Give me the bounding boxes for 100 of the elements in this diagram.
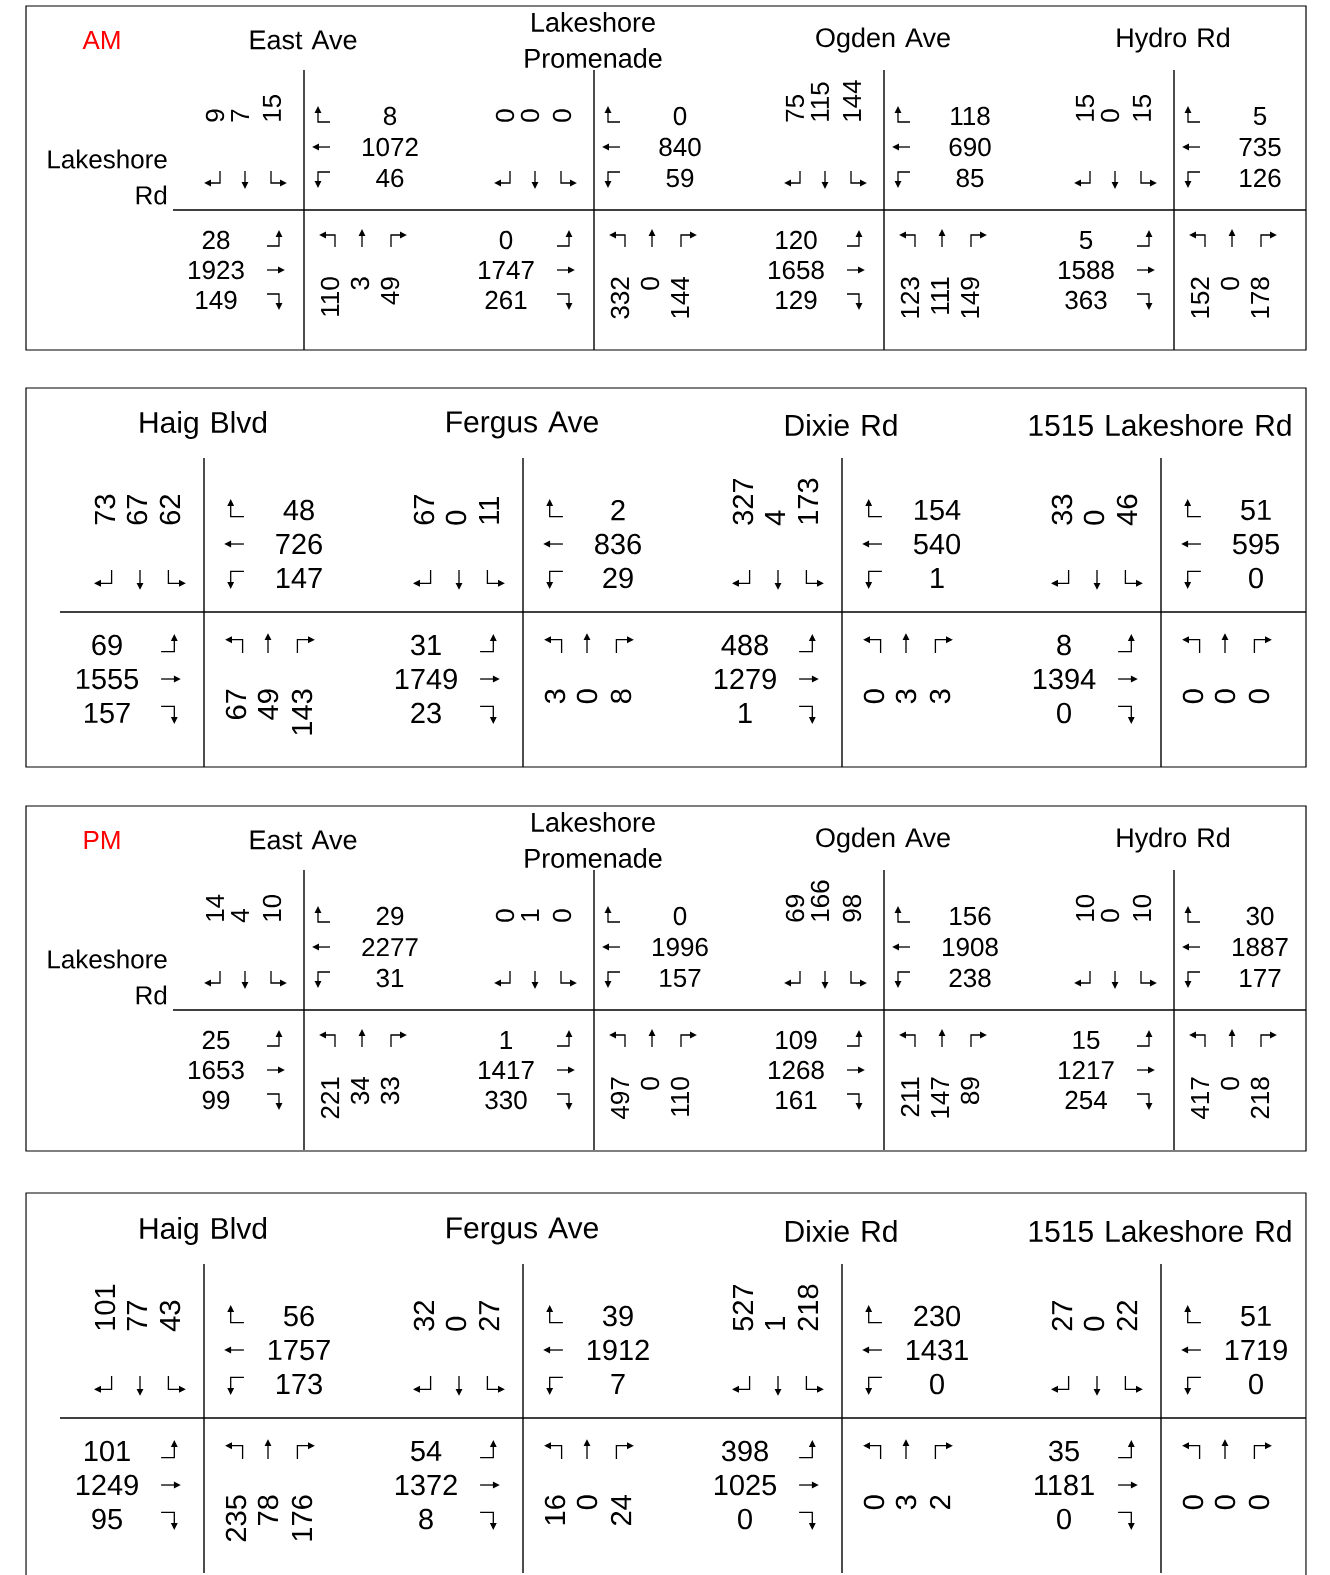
volume-count: 1025 <box>714 1474 777 1496</box>
volume-count: 0 <box>673 906 687 926</box>
street-name: Hydro Rd <box>1117 827 1229 853</box>
volume-count: 0 <box>1100 909 1120 922</box>
volume-count: 1 <box>500 1031 512 1049</box>
volume-count: 1887 <box>1233 937 1288 957</box>
volume-count: 0 <box>552 109 572 122</box>
volume-count: 67 <box>126 495 148 525</box>
volume-count: 840 <box>659 137 701 157</box>
volume-count: 32 <box>413 1301 435 1331</box>
volume-count: 0 <box>1248 689 1270 704</box>
volume-count: 85 <box>956 168 984 188</box>
volume-count: 0 <box>640 277 660 290</box>
volume-count: 67 <box>225 689 247 719</box>
volume-count: 59 <box>666 168 694 188</box>
volume-count: 1996 <box>653 937 708 957</box>
volume-count: 0 <box>520 109 540 122</box>
volume-count: 43 <box>159 1300 181 1332</box>
volume-count: 77 <box>127 1301 147 1331</box>
volume-count: 126 <box>1240 168 1281 188</box>
volume-count: 118 <box>951 106 990 126</box>
volume-count: 111 <box>931 277 949 314</box>
volume-count: 497 <box>610 1077 630 1119</box>
volume-count: 0 <box>673 106 687 126</box>
volume-count: 9 <box>205 109 225 122</box>
volume-count: 0 <box>552 909 572 922</box>
volume-count: 24 <box>610 1495 632 1525</box>
volume-count: 3 <box>929 689 951 704</box>
volume-count: 27 <box>1051 1301 1073 1331</box>
volume-count: 1181 <box>1035 1474 1094 1496</box>
volume-count: 1417 <box>479 1061 534 1079</box>
volume-count: 144 <box>671 276 689 318</box>
volume-count: 1923 <box>189 260 244 280</box>
volume-count: 1747 <box>479 261 534 279</box>
volume-count: 31 <box>376 968 404 988</box>
street-name: Fergus Ave <box>447 1217 598 1245</box>
volume-count: 51 <box>1241 499 1271 521</box>
volume-count: 2 <box>929 1495 951 1509</box>
volume-count: 0 <box>863 1495 885 1510</box>
street-name: Ogden Ave <box>816 827 950 853</box>
volume-count: 0 <box>1182 689 1204 704</box>
volume-count: 16 <box>544 1495 566 1525</box>
volume-count: 540 <box>913 533 961 555</box>
volume-count: 25 <box>202 1030 230 1050</box>
volume-count: 115 <box>810 82 830 121</box>
street-name: Haig Blvd <box>140 1217 267 1245</box>
volume-count: 123 <box>900 277 920 318</box>
volume-count: 1072 <box>363 137 418 157</box>
volume-count: 0 <box>1057 1508 1071 1530</box>
volume-count: 8 <box>383 106 397 126</box>
volume-count: 152 <box>1190 277 1210 318</box>
volume-count: 15 <box>262 95 282 121</box>
volume-count: 39 <box>602 1305 633 1327</box>
period-label: AM <box>82 31 120 49</box>
volume-count: 836 <box>595 533 641 555</box>
volume-count: 1719 <box>1225 1339 1287 1361</box>
volume-count: 0 <box>1220 1077 1240 1090</box>
volume-count: 33 <box>380 1077 400 1105</box>
volume-count: 0 <box>1100 109 1120 122</box>
volume-count: 157 <box>660 968 701 988</box>
street-name: Lakeshore Promenade <box>525 12 662 68</box>
volume-count: 261 <box>485 290 527 310</box>
volume-count: 0 <box>495 109 515 122</box>
volume-count: 54 <box>411 1440 442 1462</box>
volume-count: 0 <box>1214 689 1236 704</box>
volume-count: 5 <box>1253 106 1267 126</box>
volume-count: 0 <box>863 689 885 704</box>
volume-count: 49 <box>257 689 279 720</box>
volume-count: 230 <box>914 1305 961 1327</box>
volume-count: 34 <box>350 1076 370 1105</box>
volume-count: 4 <box>231 909 249 923</box>
volume-count: 0 <box>1214 1495 1236 1510</box>
volume-count: 1372 <box>395 1474 457 1496</box>
volume-count: 110 <box>670 1077 690 1116</box>
volume-count: 1749 <box>395 668 457 690</box>
volume-count: 0 <box>1220 277 1240 290</box>
volume-count: 166 <box>810 880 830 921</box>
volume-count: 89 <box>960 1077 980 1104</box>
volume-count: 8 <box>610 689 632 704</box>
volume-count: 1 <box>521 909 539 921</box>
volume-count: 49 <box>380 277 400 305</box>
volume-count: 46 <box>376 168 404 188</box>
volume-count: 101 <box>94 1284 116 1330</box>
volume-count: 2 <box>611 499 625 521</box>
volume-count: 0 <box>1249 1373 1263 1395</box>
volume-count: 15 <box>1075 95 1095 121</box>
volume-count: 0 <box>930 1373 944 1395</box>
volume-count: 98 <box>842 895 862 922</box>
volume-count: 173 <box>797 478 819 524</box>
volume-count: 101 <box>85 1440 130 1462</box>
volume-count: 46 <box>1116 494 1138 526</box>
volume-count: 10 <box>1075 894 1095 921</box>
street-name: East Ave <box>250 830 357 850</box>
street-name: Fergus Ave <box>447 411 598 439</box>
volume-count: 147 <box>277 568 322 588</box>
volume-count: 1279 <box>714 668 776 690</box>
volume-count: 0 <box>445 510 467 525</box>
volume-count: 5 <box>1079 230 1093 250</box>
volume-count: 238 <box>949 968 991 988</box>
street-name: Ogden Ave <box>816 27 950 53</box>
